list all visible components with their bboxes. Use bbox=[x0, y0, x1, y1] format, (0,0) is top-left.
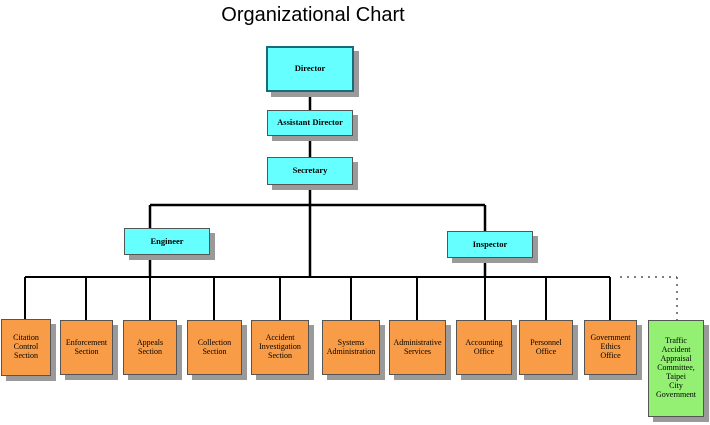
director-box: Director bbox=[266, 46, 354, 92]
inspector-box: Inspector bbox=[447, 231, 533, 258]
section-box-systems-administration: Systems Administration bbox=[322, 320, 380, 375]
section-label: Collection Section bbox=[197, 337, 232, 356]
inspector-label: Inspector bbox=[472, 238, 508, 249]
section-box-collection: Collection Section bbox=[187, 320, 242, 375]
section-label: Enforcement Section bbox=[65, 337, 108, 356]
chart-title: Organizational Chart bbox=[221, 4, 405, 26]
section-box-appeals: Appeals Section bbox=[123, 320, 177, 375]
engineer-box: Engineer bbox=[124, 228, 210, 255]
committee-box: Traffic Accident Appraisal Committee, Ta… bbox=[648, 320, 704, 417]
section-label: Administrative Services bbox=[393, 337, 442, 356]
section-box-administrative-services: Administrative Services bbox=[389, 320, 446, 375]
section-label: Appeals Section bbox=[136, 337, 164, 356]
assistant-director-box: Assistant Director bbox=[267, 110, 353, 136]
section-label: Citation Control Section bbox=[13, 333, 39, 360]
section-box-citation-control: Citation Control Section bbox=[1, 319, 51, 376]
committee-label: Traffic Accident Appraisal Committee, Ta… bbox=[656, 336, 696, 399]
section-box-accident-investigation: Accident Investigation Section bbox=[251, 320, 309, 375]
section-label: Government Ethics Office bbox=[590, 333, 631, 360]
director-label: Director bbox=[294, 63, 326, 74]
section-label: Systems Administration bbox=[326, 337, 376, 356]
secretary-label: Secretary bbox=[292, 165, 328, 176]
assistant-director-label: Assistant Director bbox=[277, 117, 343, 128]
section-label: Accident Investigation Section bbox=[259, 333, 301, 360]
section-box-enforcement: Enforcement Section bbox=[60, 320, 113, 375]
section-box-accounting-office: Accounting Office bbox=[456, 320, 512, 375]
section-box-personnel-office: Personnel Office bbox=[519, 320, 573, 375]
secretary-box: Secretary bbox=[267, 157, 353, 185]
engineer-label: Engineer bbox=[150, 235, 184, 246]
section-box-government-ethics-office: Government Ethics Office bbox=[584, 320, 637, 375]
section-label: Accounting Office bbox=[465, 337, 503, 356]
section-label: Personnel Office bbox=[530, 337, 562, 356]
